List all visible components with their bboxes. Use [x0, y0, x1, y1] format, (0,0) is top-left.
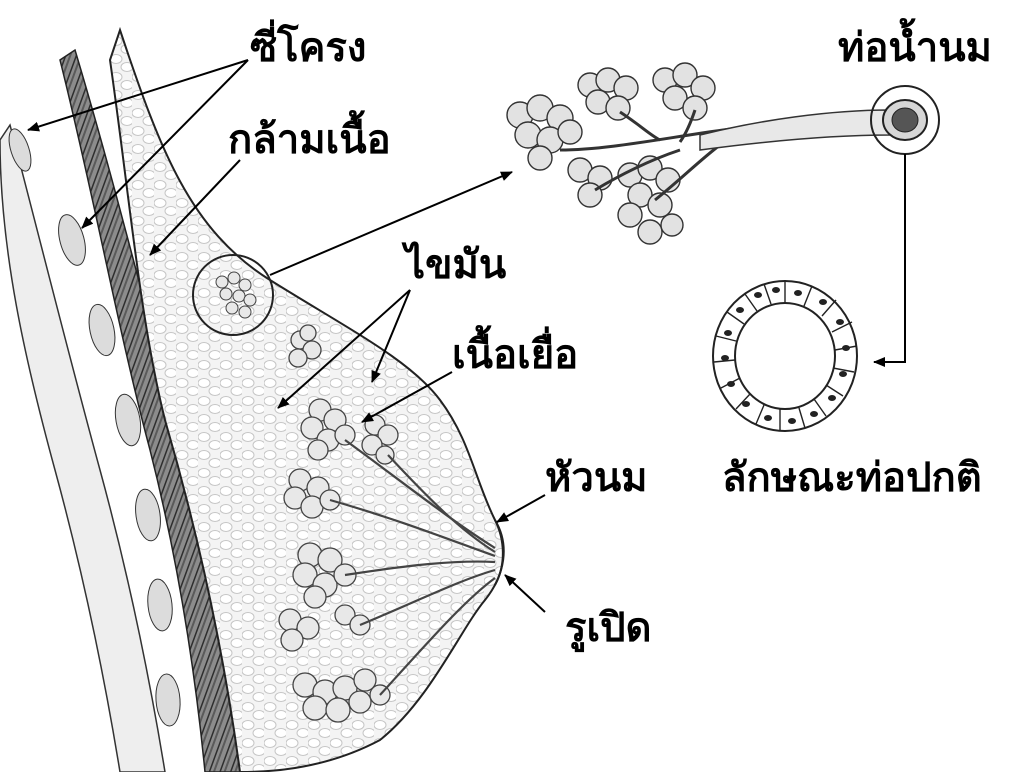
label-muscle: กล้ามเนื้อ: [228, 120, 391, 160]
opening-arrow: [505, 575, 545, 612]
label-nipple: หัวนม: [545, 458, 648, 498]
label-normal-duct: ลักษณะท่อปกติ: [722, 458, 982, 498]
label-opening: รูเปิด: [565, 608, 652, 648]
cross-section-arrow: [874, 154, 905, 362]
nipple-arrow: [497, 495, 545, 522]
label-ribs: ซี่โครง: [250, 28, 366, 68]
label-milk-duct: ท่อน้ำนม: [838, 28, 992, 68]
label-fat: ไขมัน: [405, 245, 506, 285]
label-tissue: เนื้อเยื่อ: [452, 335, 578, 375]
magnified-lobule-cluster: [507, 63, 939, 244]
normal-duct-cross-section: [713, 281, 857, 431]
